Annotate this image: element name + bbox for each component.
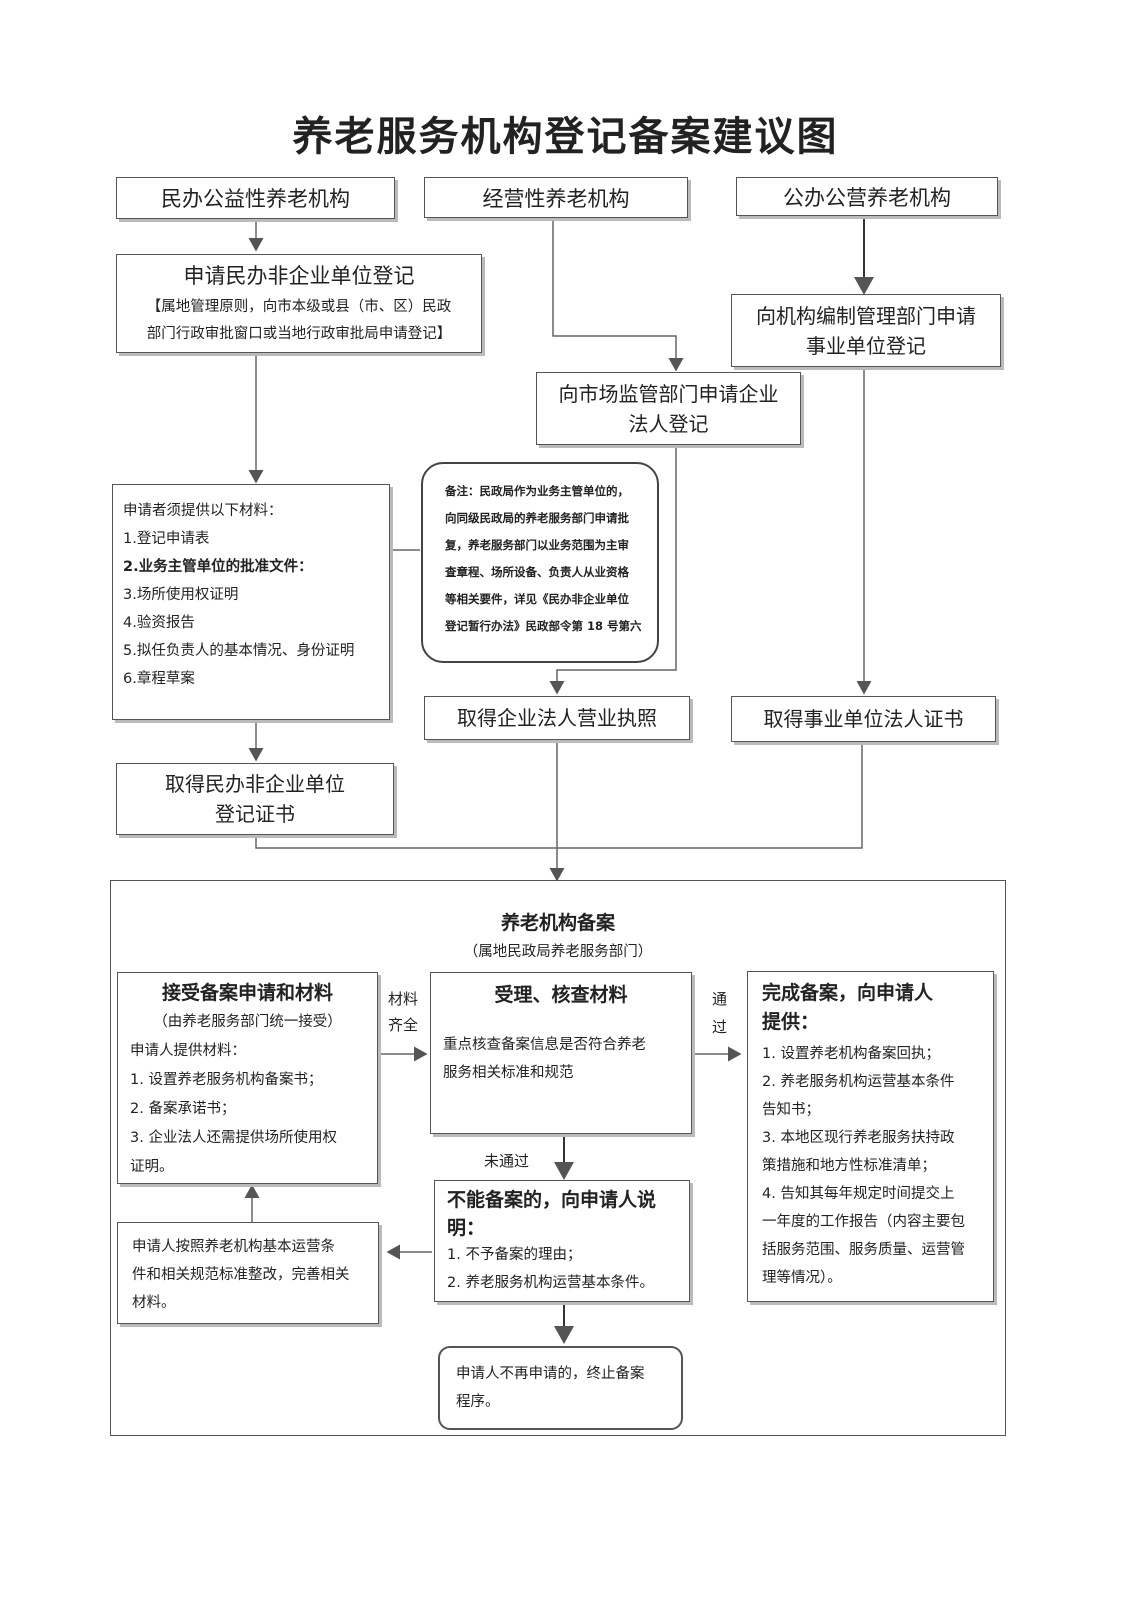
terminate-box: 申请人不再申请的，终止备案 程序。 [438, 1346, 683, 1430]
accept-item: 3. 企业法人还需提供场所使用权 [130, 1130, 337, 1146]
category-commercial-label: 经营性养老机构 [482, 186, 630, 211]
market-apply-box: 向市场监管部门申请企业 法人登记 [536, 372, 801, 445]
filing-frame [110, 880, 1006, 1436]
terminate-line-2: 程序。 [456, 1394, 500, 1410]
accept-intro: 申请人提供材料： [130, 1043, 246, 1059]
public-cert-box: 取得事业单位法人证书 [731, 696, 996, 742]
license-label: 取得企业法人营业执照 [457, 706, 657, 730]
accept-item: 证明。 [130, 1159, 174, 1175]
remark-line: 备注：民政局作为业务主管单位的， [445, 484, 629, 498]
complete-line: 2. 养老服务机构运营基本条件 [762, 1074, 955, 1090]
public-apply-line-1: 向机构编制管理部门申请 [756, 303, 976, 328]
category-private-label: 民办公益性养老机构 [161, 187, 350, 211]
materials-item: 5.拟任负责人的基本情况、身份证明 [123, 643, 355, 659]
arrow-market-to-license [549, 445, 677, 695]
private-apply-heading: 申请民办非企业单位登记 [183, 263, 415, 288]
complete-line: 3. 本地区现行养老服务扶持政 [762, 1130, 955, 1146]
accept-item: 2. 备案承诺书； [130, 1101, 236, 1117]
remark-line: 向同级民政局的养老服务部门申请批 [445, 511, 629, 525]
remark-line: 等相关要件，详见《民办非企业单位 [445, 592, 629, 606]
materials-item: 4.验资报告 [123, 615, 195, 631]
complete-line: 一年度的工作报告（内容主要包 [762, 1214, 965, 1230]
page-title: 养老服务机构登记备案建议图 [292, 113, 839, 160]
fix-box: 申请人按照养老机构基本运营条 件和相关规范标准整改，完善相关 材料。 [117, 1222, 379, 1324]
complete-line: 1. 设置养老机构备案回执； [762, 1046, 940, 1062]
remark-line: 登记暂行办法》民政部令第 18 号第六 [445, 619, 642, 633]
accept-box: 接受备案申请和材料 （由养老服务部门统一接受） 申请人提供材料： 1. 设置养老… [117, 972, 378, 1184]
private-apply-note-1: 【属地管理原则，向市本级或县（市、区）民政 [146, 298, 452, 315]
reject-item: 1. 不予备案的理由； [447, 1247, 582, 1263]
filing-subtitle: （属地民政局养老服务部门） [463, 944, 653, 960]
label-not-pass: 未通过 [484, 1152, 530, 1170]
review-box: 受理、核查材料 重点核查备案信息是否符合养老 服务相关标准和规范 [430, 972, 692, 1134]
materials-intro: 申请者须提供以下材料： [123, 503, 283, 519]
private-cert-line-1: 取得民办非企业单位 [165, 772, 345, 796]
fix-line: 申请人按照养老机构基本运营条 [132, 1239, 335, 1255]
review-line-1: 重点核查备案信息是否符合养老 [443, 1037, 646, 1053]
materials-item: 3.场所使用权证明 [123, 587, 239, 603]
review-title: 受理、核查材料 [494, 984, 628, 1006]
private-cert-box: 取得民办非企业单位 登记证书 [116, 763, 394, 835]
private-apply-note-2: 部门行政审批窗口或当地行政审批局申请登记】 [146, 325, 452, 342]
materials-box: 申请者须提供以下材料： 1.登记申请表 2.业务主管单位的批准文件： 3.场所使… [112, 484, 390, 720]
complete-line: 4. 告知其每年规定时间提交上 [762, 1186, 955, 1202]
complete-line: 括服务范围、服务质量、运营管 [762, 1242, 965, 1258]
line-certs-merge [255, 745, 863, 849]
remark-line: 查章程、场所设备、负责人从业资格 [445, 565, 629, 579]
reject-title-1: 不能备案的，向申请人说 [447, 1189, 657, 1211]
label-materials-complete-1: 材料 [388, 990, 419, 1008]
complete-line: 告知书； [762, 1102, 820, 1118]
accept-subtitle: （由养老服务部门统一接受） [153, 1014, 342, 1030]
remark-box: 备注：民政局作为业务主管单位的， 向同级民政局的养老服务部门申请批 复，养老服务… [421, 462, 659, 663]
fix-line: 材料。 [132, 1295, 176, 1311]
public-cert-label: 取得事业单位法人证书 [763, 707, 964, 731]
private-cert-line-2: 登记证书 [215, 802, 295, 826]
remark-line: 复，养老服务部门以业务范围为主审 [445, 538, 629, 552]
complete-line: 策措施和地方性标准清单； [762, 1158, 936, 1174]
materials-item: 6.章程草案 [123, 671, 195, 687]
accept-item: 1. 设置养老服务机构备案书； [130, 1072, 323, 1088]
private-apply-box: 申请民办非企业单位登记 【属地管理原则，向市本级或县（市、区）民政 部门行政审批… [116, 254, 482, 353]
market-apply-line-2: 法人登记 [628, 411, 709, 436]
category-public: 公办公营养老机构 [736, 177, 998, 216]
category-public-label: 公办公营养老机构 [783, 185, 951, 210]
filing-title: 养老机构备案 [500, 912, 615, 934]
label-pass-1: 通 [712, 990, 728, 1008]
complete-title-2: 提供： [762, 1011, 820, 1033]
reject-item: 2. 养老服务机构运营基本条件。 [447, 1275, 654, 1291]
materials-item: 2.业务主管单位的批准文件： [123, 559, 313, 575]
review-line-2: 服务相关标准和规范 [443, 1065, 574, 1081]
label-pass-2: 过 [712, 1018, 728, 1036]
arrow-commercial-to-market [552, 218, 684, 372]
accept-title: 接受备案申请和材料 [161, 982, 333, 1004]
fix-line: 件和相关规范标准整改，完善相关 [132, 1267, 350, 1283]
terminate-line-1: 申请人不再申请的，终止备案 [456, 1366, 645, 1382]
label-materials-complete-2: 齐全 [388, 1016, 419, 1034]
public-apply-line-2: 事业单位登记 [806, 333, 926, 358]
complete-title-1: 完成备案，向申请人 [762, 982, 934, 1004]
materials-item: 1.登记申请表 [123, 531, 210, 547]
complete-box: 完成备案，向申请人 提供： 1. 设置养老机构备案回执； 2. 养老服务机构运营… [747, 971, 994, 1302]
reject-box: 不能备案的，向申请人说 明： 1. 不予备案的理由； 2. 养老服务机构运营基本… [434, 1180, 690, 1302]
complete-line: 理等情况）。 [762, 1270, 842, 1286]
category-private: 民办公益性养老机构 [116, 177, 395, 219]
reject-title-2: 明： [447, 1217, 486, 1239]
license-box: 取得企业法人营业执照 [424, 696, 690, 740]
public-apply-box: 向机构编制管理部门申请 事业单位登记 [731, 294, 1001, 367]
category-commercial: 经营性养老机构 [424, 177, 688, 218]
market-apply-line-1: 向市场监管部门申请企业 [558, 381, 779, 406]
